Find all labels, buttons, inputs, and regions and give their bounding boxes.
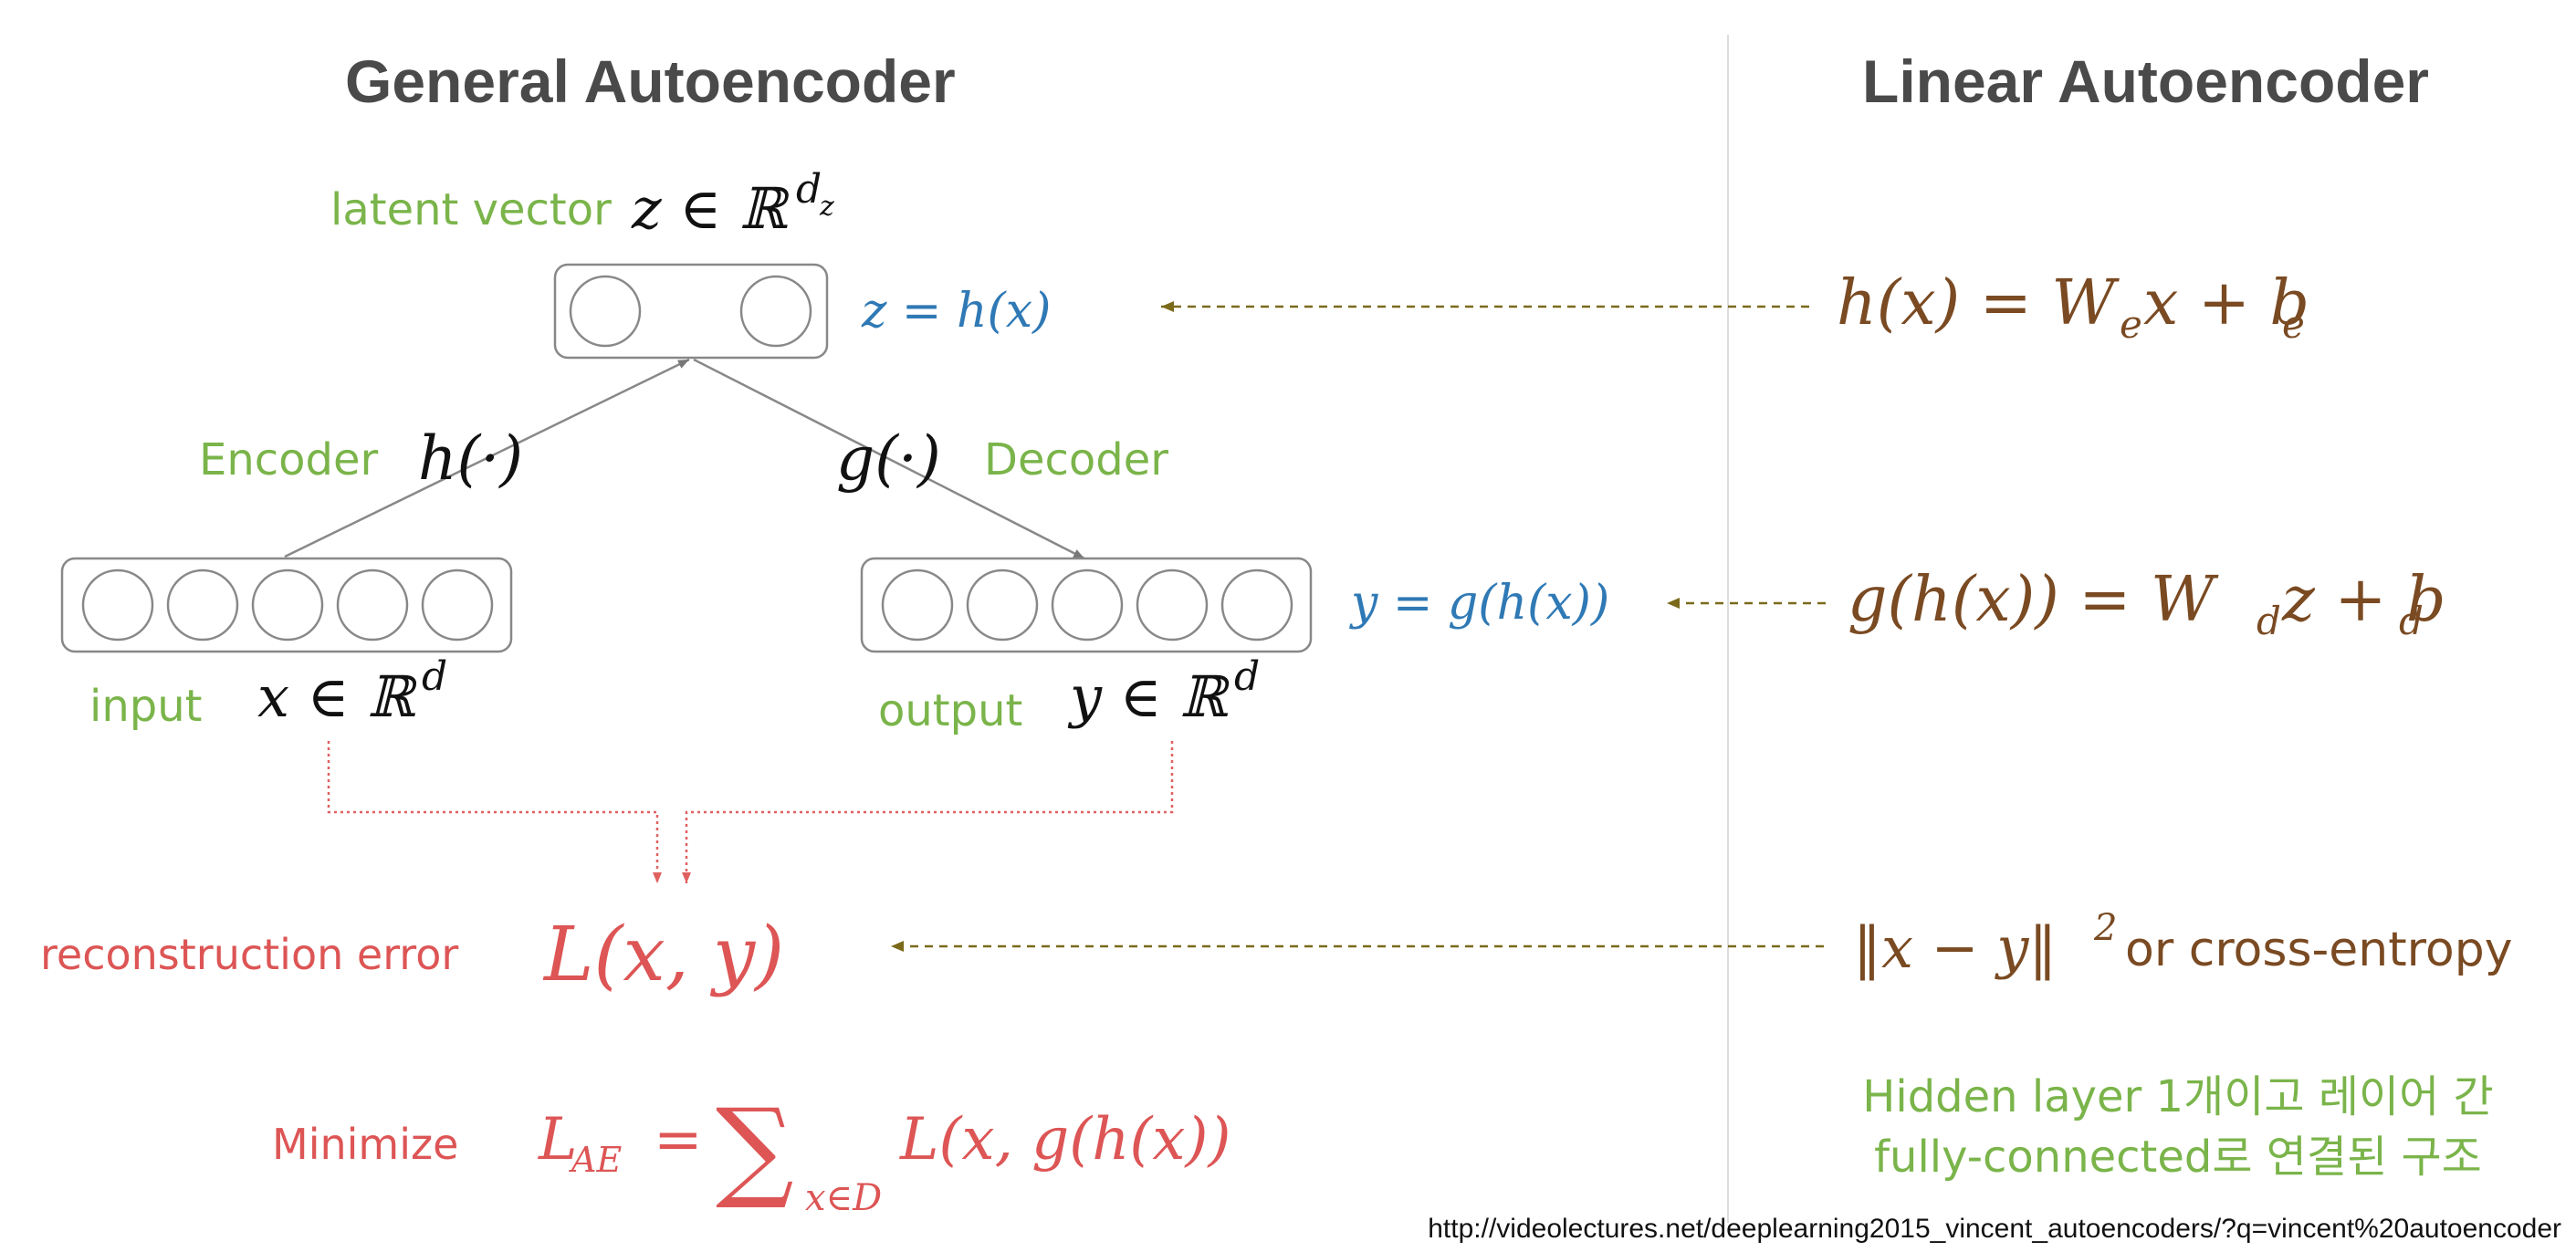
svg-text:=: = <box>654 1106 703 1174</box>
input-layer <box>60 557 513 653</box>
encoder-label: Encoder <box>199 434 379 485</box>
svg-text:d: d <box>2399 599 2424 643</box>
z-equals-h-x: z = h(x) <box>861 284 1051 339</box>
svg-text:e: e <box>2282 302 2305 347</box>
g-function-label: g(·) <box>836 423 941 494</box>
latent-neuron <box>569 275 642 348</box>
decoder-label: Decoder <box>984 434 1168 485</box>
encoder-arrow <box>284 358 690 558</box>
title-general-autoencoder: General Autoencoder <box>345 47 956 115</box>
svg-text:z + b: z + b <box>2281 564 2446 636</box>
input-neuron <box>81 569 154 642</box>
svg-text:d: d <box>2257 599 2281 643</box>
lae-formula: L AE = ∑ x∈D L(x, g(h(x)) <box>538 1086 1230 1219</box>
svg-text:e: e <box>2120 302 2142 347</box>
svg-text:y ∈ ℝ: y ∈ ℝ <box>1067 663 1230 730</box>
output-neuron <box>1220 569 1293 642</box>
output-label: output <box>878 685 1022 736</box>
minimize-label: Minimize <box>272 1120 458 1169</box>
output-neuron <box>1136 569 1209 642</box>
h-function-label: h(·) <box>418 423 523 494</box>
linear-decoder-formula: g(h(x)) = W d z + b d <box>1848 564 2446 643</box>
latent-vector-label: latent vector <box>330 184 612 235</box>
svg-text:x ∈ ℝ: x ∈ ℝ <box>257 663 417 730</box>
output-layer <box>860 557 1313 653</box>
svg-text:d: d <box>1234 653 1260 700</box>
svg-text:or cross-entropy: or cross-entropy <box>2125 923 2512 977</box>
y-equals-g-h-x: y = g(h(x)) <box>1349 576 1609 631</box>
svg-text:z ∈ ℝ: z ∈ ℝ <box>631 175 790 242</box>
svg-text:L: L <box>538 1106 578 1174</box>
latent-space-math: z ∈ ℝ d z <box>631 166 834 242</box>
sum-symbol: ∑ <box>716 1086 794 1213</box>
linear-note-line-1: Hidden layer 1개이고 레이어 간 <box>1862 1071 2493 1122</box>
latent-layer <box>553 263 829 360</box>
linear-note-line-2: fully-connected로 연결된 구조 <box>1874 1132 2482 1183</box>
input-neuron <box>421 569 494 642</box>
latent-neuron <box>739 275 812 348</box>
source-url[interactable]: http://videolectures.net/deeplearning201… <box>1428 1214 2561 1244</box>
svg-text:h(x) = W: h(x) = W <box>1837 267 2120 339</box>
svg-text:‖x − y‖: ‖x − y‖ <box>1853 914 2057 981</box>
output-neuron <box>1051 569 1124 642</box>
output-to-loss-connector <box>682 741 1174 883</box>
title-linear-autoencoder: Linear Autoencoder <box>1862 47 2429 115</box>
svg-text:d: d <box>796 166 822 213</box>
input-neuron <box>251 569 324 642</box>
input-to-loss-connector <box>327 741 662 883</box>
linear-encoder-formula: h(x) = W e x + b e <box>1837 267 2309 347</box>
svg-text:g(h(x)) = W: g(h(x)) = W <box>1848 564 2219 636</box>
input-neuron <box>166 569 239 642</box>
reconstruction-error-label: reconstruction error <box>40 930 458 979</box>
svg-text:x + b: x + b <box>2143 267 2309 339</box>
decoder-arrow <box>693 358 1085 560</box>
linear-loss-formula: ‖x − y‖ 2 or cross-entropy <box>1853 907 2512 981</box>
svg-text:AE: AE <box>569 1140 622 1180</box>
output-neuron <box>966 569 1039 642</box>
input-label: input <box>89 681 202 732</box>
svg-text:L(x, g(h(x)): L(x, g(h(x)) <box>899 1106 1230 1174</box>
input-space-math: x ∈ ℝ d <box>257 653 447 730</box>
input-neuron <box>336 569 409 642</box>
loss-function: L(x, y) <box>542 912 784 998</box>
output-neuron <box>881 569 954 642</box>
svg-text:x∈D: x∈D <box>805 1177 882 1219</box>
output-space-math: y ∈ ℝ d <box>1067 653 1260 730</box>
svg-text:2: 2 <box>2093 907 2117 949</box>
svg-text:z: z <box>819 191 834 223</box>
svg-text:d: d <box>422 653 447 700</box>
